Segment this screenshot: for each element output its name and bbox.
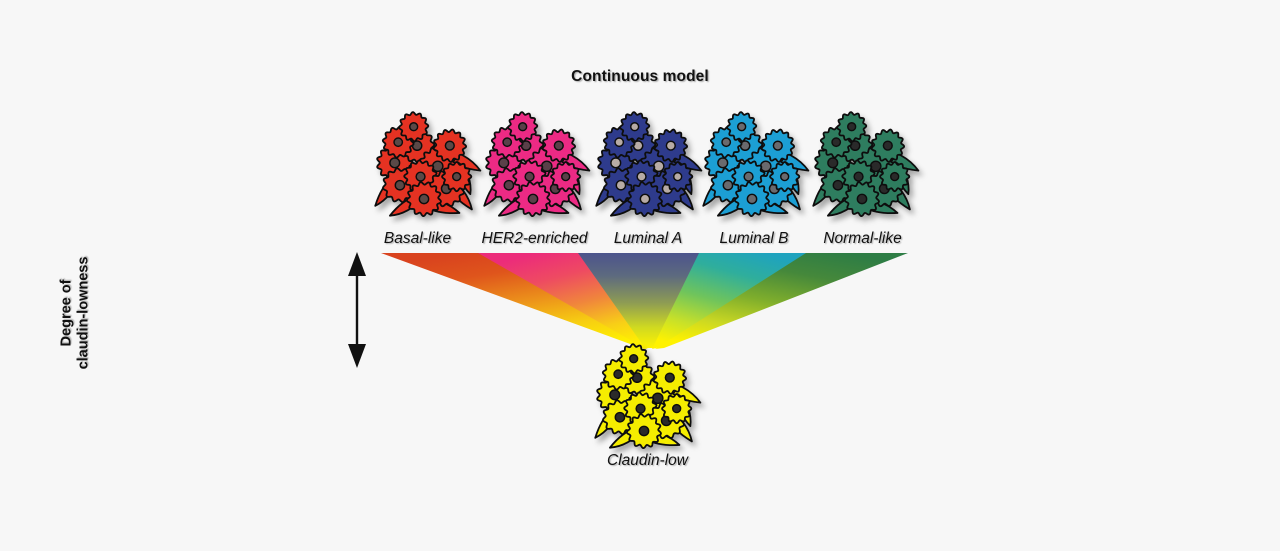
cell-nucleus (652, 160, 665, 173)
wedge-basal-like (381, 253, 652, 349)
cell-nucleus (524, 171, 535, 182)
cell-nucleus (518, 122, 528, 132)
cell-cluster (595, 111, 703, 218)
cell-nucleus (615, 179, 627, 191)
cell-nucleus (418, 193, 430, 205)
gradient-wedges (381, 253, 908, 349)
wedge-luminal-a (578, 253, 700, 348)
cell-nucleus (746, 193, 758, 205)
cell-nucleus (869, 160, 882, 173)
cell-nucleus (717, 157, 729, 169)
cell-nucleus (722, 179, 734, 191)
wedge-normal-like (655, 253, 908, 349)
label-normal-like: Normal-like (823, 230, 902, 247)
cell-nucleus (409, 122, 419, 132)
label-claudin-low: Claudin-low (607, 452, 688, 469)
cell-nucleus (665, 140, 676, 151)
cell-nucleus (444, 140, 455, 151)
cell-nucleus (827, 157, 839, 169)
cell-cluster (702, 111, 810, 218)
cell-nucleus (503, 179, 515, 191)
cell-nucleus (452, 171, 462, 182)
cell-cluster (812, 111, 920, 218)
cell-nucleus (853, 171, 864, 182)
cell-nucleus (389, 157, 401, 169)
cell-nucleus (847, 122, 857, 132)
cell-nucleus (527, 193, 539, 205)
label-her2-enriched: HER2-enriched (481, 230, 588, 247)
cell-nucleus (832, 179, 844, 191)
degree-arrow (348, 252, 366, 368)
cell-nucleus (636, 171, 647, 182)
cell-cluster (483, 111, 591, 218)
cell-cluster (594, 343, 702, 450)
cell-nucleus (673, 171, 683, 182)
cell-nucleus (743, 171, 754, 182)
label-luminal-a: Luminal A (613, 230, 683, 247)
cell-nucleus (772, 140, 783, 151)
label-luminal-b: Luminal B (719, 230, 789, 247)
cell-nucleus (614, 411, 626, 423)
cell-nucleus (630, 122, 640, 132)
cell-nucleus (721, 137, 732, 148)
cell-nucleus (561, 171, 571, 182)
cell-nucleus (610, 157, 622, 169)
cell-nucleus (639, 193, 651, 205)
cell-nucleus (780, 171, 790, 182)
cell-nucleus (415, 171, 426, 182)
label-basal-like: Basal-like (383, 230, 452, 247)
cell-nucleus (553, 140, 564, 151)
cell-cluster (374, 111, 482, 218)
cell-nucleus (614, 137, 625, 148)
cell-nucleus (540, 160, 553, 173)
cell-nucleus (431, 160, 444, 173)
cell-nucleus (737, 122, 747, 132)
cell-nucleus (856, 193, 868, 205)
page-title: Continuous model (571, 68, 709, 85)
cell-nucleus (882, 140, 893, 151)
cell-nucleus (393, 137, 404, 148)
cell-nucleus (394, 179, 406, 191)
cell-nucleus (609, 389, 621, 401)
cell-nucleus (759, 160, 772, 173)
cell-nucleus (629, 354, 639, 364)
cell-nucleus (502, 137, 513, 148)
cell-nucleus (831, 137, 842, 148)
cell-nucleus (890, 171, 900, 182)
cell-nucleus (638, 425, 650, 437)
cell-clusters (374, 111, 920, 450)
cell-nucleus (498, 157, 510, 169)
cell-nucleus (613, 369, 624, 380)
cell-nucleus (664, 372, 675, 383)
cell-nucleus (651, 392, 664, 405)
cell-nucleus (672, 403, 682, 414)
cell-nucleus (635, 403, 646, 414)
